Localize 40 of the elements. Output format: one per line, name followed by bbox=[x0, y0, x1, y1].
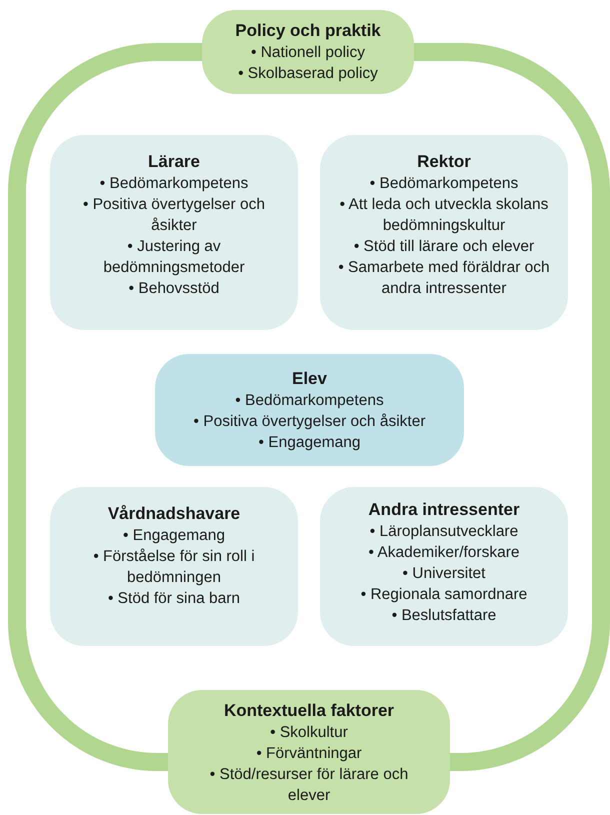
bullet-item: • Läroplansutvecklare bbox=[370, 522, 518, 542]
box-heading: Rektor bbox=[417, 151, 471, 173]
bullet-item: • Regionala samordnare bbox=[360, 585, 528, 605]
bullet-item: • Nationell policy bbox=[251, 43, 365, 63]
stakeholder-box bbox=[320, 487, 568, 646]
bullet-item: • Bedömarkompetens bbox=[235, 390, 384, 410]
bullet-item: • Bedömarkompetens bbox=[100, 174, 248, 194]
teacher-box bbox=[50, 135, 298, 330]
bullet-item: • Stöd till lärare och elever bbox=[354, 237, 534, 257]
box-heading: Lärare bbox=[148, 151, 200, 173]
box-heading: Andra intressenter bbox=[368, 499, 520, 521]
box-heading: Vårdnadshavare bbox=[108, 503, 240, 525]
bullet-item: • Positiva övertygelser och åsikter bbox=[194, 412, 426, 432]
bullet-item: • Justering av bedömningsmetoder bbox=[102, 237, 246, 278]
bullet-item: • Bedömarkompetens bbox=[370, 174, 518, 194]
bullet-item: • Förståelse för sin roll i bedömningen bbox=[92, 547, 256, 588]
bullet-item: • Skolkultur bbox=[270, 723, 348, 743]
loop-band bbox=[414, 43, 610, 771]
bullet-item: • Stöd/resurser för lärare och elever bbox=[208, 765, 410, 806]
bullet-item: • Engagemang bbox=[123, 526, 225, 546]
bullet-item: • Positiva övertygelser och åsikter bbox=[82, 195, 266, 236]
box-heading: Policy och praktik bbox=[235, 20, 381, 42]
bullet-item: • Skolbaserad policy bbox=[238, 64, 378, 84]
guardian-box bbox=[50, 487, 298, 646]
bullet-item: • Engagemang bbox=[258, 432, 360, 452]
student-box bbox=[155, 354, 464, 466]
bullet-item: • Stöd för sina barn bbox=[108, 589, 240, 609]
context-box bbox=[168, 690, 450, 814]
bullet-item: • Beslutsfattare bbox=[392, 606, 496, 626]
bullet-item: • Att leda och utveckla skolans bedömningskultur bbox=[338, 195, 550, 236]
loop-band bbox=[8, 43, 202, 771]
policy-box bbox=[202, 10, 414, 94]
bullet-item: • Akademiker/forskare bbox=[368, 543, 520, 563]
bullet-item: • Förväntningar bbox=[256, 744, 362, 764]
bullet-item: • Behovsstöd bbox=[128, 279, 220, 299]
bullet-item: • Samarbete med föräldrar och andra intressenter bbox=[337, 258, 551, 299]
box-heading: Elev bbox=[292, 368, 327, 390]
box-heading: Kontextuella faktorer bbox=[224, 700, 394, 722]
principal-box bbox=[320, 135, 568, 330]
bullet-item: • Universitet bbox=[402, 564, 486, 584]
